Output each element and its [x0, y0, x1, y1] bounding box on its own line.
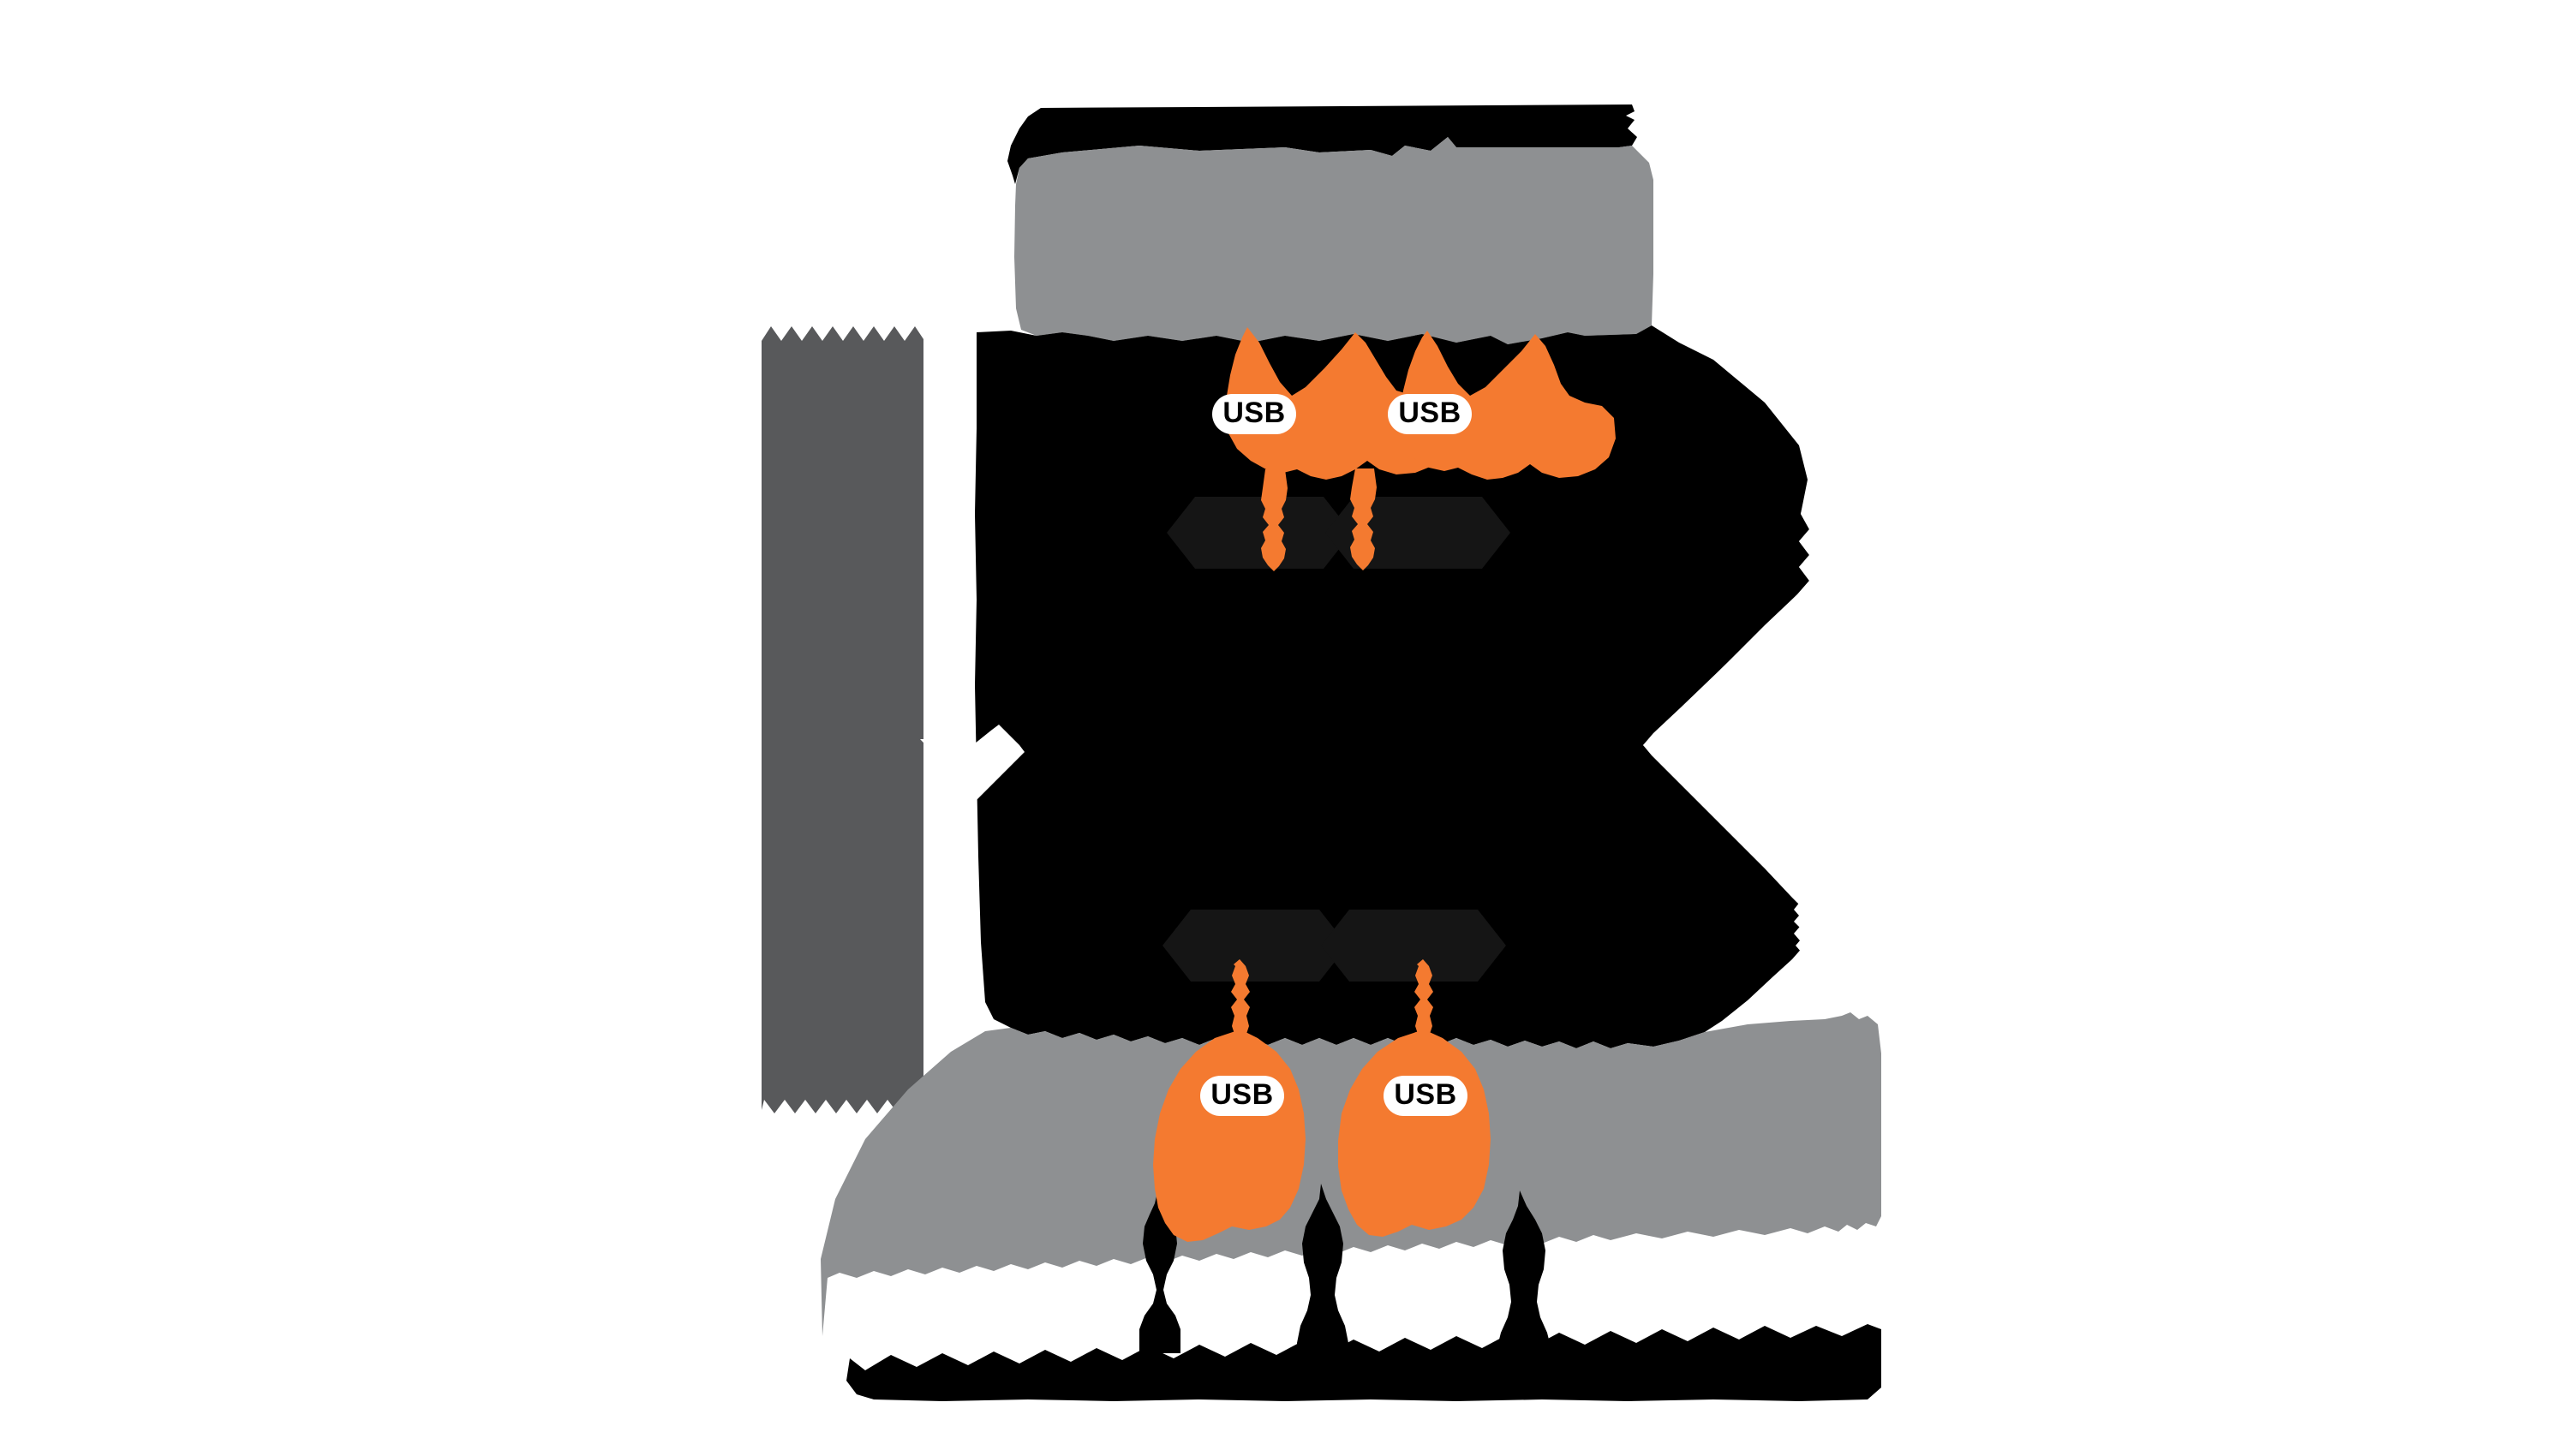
usb-badge-top-right-label: USB [1398, 397, 1461, 429]
usb-connector-top-left[interactable]: USB [1212, 327, 1456, 571]
usb-connector-top-left-body [1225, 327, 1456, 480]
lower-hex-pair-right [1321, 910, 1506, 982]
lower-hex-pair-left [1162, 910, 1348, 982]
top-gray-panel [1014, 137, 1653, 344]
top-black-bar [1007, 104, 1637, 184]
usb-connector-top-left-stem [1261, 469, 1288, 571]
usb-connector-bottom-right[interactable]: USB [1338, 959, 1491, 1237]
left-check-notch [920, 725, 1025, 800]
bottom-spire-2 [1297, 1184, 1348, 1353]
usb-badge-top-left-label: USB [1222, 397, 1285, 429]
usb-badge-bottom-left-label: USB [1210, 1078, 1273, 1111]
center-black-body [975, 325, 1809, 1048]
left-dark-gray-panel [762, 326, 923, 1113]
usb-badge-top-left-pill [1212, 394, 1296, 434]
right-chevron-notch [1643, 476, 1825, 985]
usb-connector-top-right-stem [1350, 468, 1377, 570]
bottom-black-bar [846, 1324, 1881, 1401]
usb-connector-bottom-left-stem [1228, 959, 1252, 1041]
usb-connector-bottom-right-stem [1412, 959, 1436, 1041]
bottom-spire-3 [1497, 1190, 1551, 1353]
usb-badge-top-right-pill [1388, 394, 1472, 434]
usb-connector-top-right[interactable]: USB [1350, 331, 1616, 570]
usb-badge-bottom-right-label: USB [1394, 1078, 1456, 1111]
usb-connector-top-right-body [1400, 331, 1616, 480]
usb-badge-bottom-right-pill [1384, 1076, 1467, 1116]
usb-badge-bottom-left-pill [1200, 1076, 1284, 1116]
upper-hex-pair-left [1167, 497, 1352, 569]
usb-connector-bottom-left[interactable]: USB [1153, 959, 1306, 1242]
